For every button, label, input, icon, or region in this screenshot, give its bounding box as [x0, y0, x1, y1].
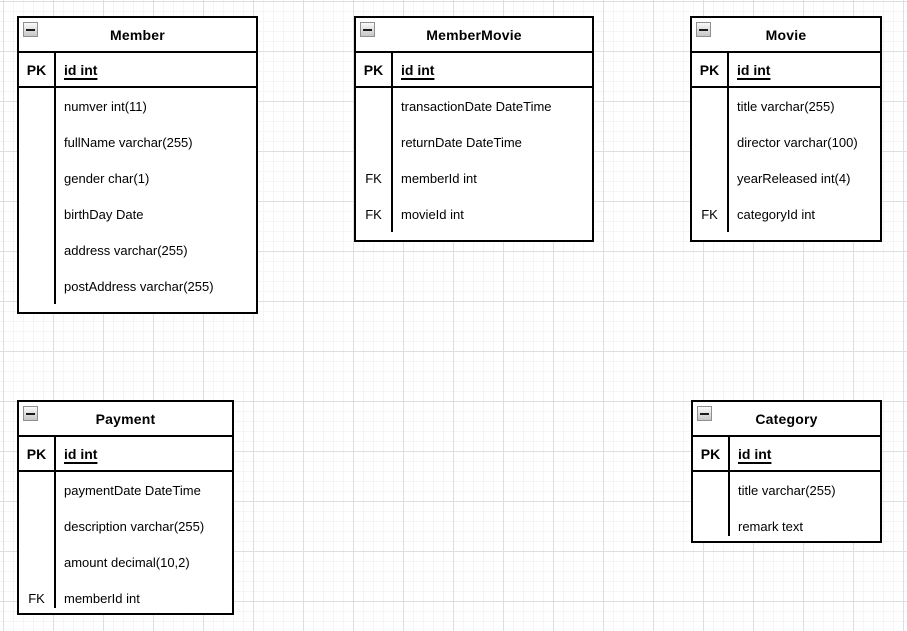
entity-table-movie[interactable]: Movie PK id int title varchar(255) direc…	[690, 16, 882, 242]
attribute-row[interactable]: remark text	[693, 508, 880, 544]
attribute-row[interactable]: paymentDate DateTime	[19, 472, 232, 508]
attribute-row[interactable]: FK memberId int	[19, 580, 232, 616]
table-header[interactable]: MemberMovie	[356, 18, 592, 53]
attribute-label: movieId int	[401, 206, 464, 222]
pk-field: id int	[737, 61, 771, 78]
attribute-row[interactable]: fullName varchar(255)	[19, 124, 256, 160]
pk-field: id int	[64, 61, 98, 78]
pk-field: id int	[64, 445, 98, 462]
pk-badge: PK	[363, 61, 384, 78]
entity-table-member[interactable]: Member PK id int numver int(11) fullName…	[17, 16, 258, 314]
minus-glyph	[363, 28, 372, 31]
collapse-icon[interactable]	[360, 22, 375, 37]
attribute-label: director varchar(100)	[737, 134, 858, 150]
table-title: Member	[110, 26, 165, 43]
pk-badge: PK	[26, 445, 47, 462]
table-header[interactable]: Movie	[692, 18, 880, 53]
pk-field: id int	[738, 445, 772, 462]
primary-key-row[interactable]: PK id int	[692, 53, 880, 88]
primary-key-row[interactable]: PK id int	[693, 437, 880, 472]
key-badge: FK	[365, 170, 382, 186]
collapse-icon[interactable]	[697, 406, 712, 421]
attribute-label: fullName varchar(255)	[64, 134, 193, 150]
table-header[interactable]: Category	[693, 402, 880, 437]
table-title: Payment	[95, 410, 156, 427]
attribute-label: postAddress varchar(255)	[64, 278, 214, 294]
attribute-row[interactable]: numver int(11)	[19, 88, 256, 124]
attribute-label: title varchar(255)	[738, 482, 836, 498]
collapse-icon[interactable]	[696, 22, 711, 37]
collapse-icon[interactable]	[23, 406, 38, 421]
attribute-label: numver int(11)	[64, 98, 147, 114]
column-divider	[391, 53, 393, 232]
column-divider	[54, 437, 56, 608]
minus-glyph	[26, 412, 35, 415]
table-header[interactable]: Member	[19, 18, 256, 53]
pk-badge: PK	[699, 61, 720, 78]
attribute-row[interactable]: FK memberId int	[356, 160, 592, 196]
table-title: Movie	[765, 26, 807, 43]
attribute-label: birthDay Date	[64, 206, 144, 222]
column-divider	[727, 53, 729, 232]
primary-key-row[interactable]: PK id int	[19, 53, 256, 88]
collapse-icon[interactable]	[23, 22, 38, 37]
minus-glyph	[700, 412, 709, 415]
attribute-row[interactable]: FK movieId int	[356, 196, 592, 232]
entity-table-category[interactable]: Category PK id int title varchar(255) re…	[691, 400, 882, 543]
attribute-label: remark text	[738, 518, 804, 534]
attribute-label: amount decimal(10,2)	[64, 554, 190, 570]
attribute-label: memberId int	[401, 170, 477, 186]
primary-key-row[interactable]: PK id int	[356, 53, 592, 88]
attribute-row[interactable]: director varchar(100)	[692, 124, 880, 160]
key-badge: FK	[701, 206, 718, 222]
attribute-label: paymentDate DateTime	[64, 482, 201, 498]
table-title: Category	[755, 410, 818, 427]
attribute-row[interactable]: amount decimal(10,2)	[19, 544, 232, 580]
attribute-row[interactable]: postAddress varchar(255)	[19, 268, 256, 304]
column-divider	[54, 53, 56, 304]
attribute-label: description varchar(255)	[64, 518, 205, 534]
attribute-row[interactable]: transactionDate DateTime	[356, 88, 592, 124]
entity-table-payment[interactable]: Payment PK id int paymentDate DateTime d…	[17, 400, 234, 615]
key-badge: FK	[365, 206, 382, 222]
attribute-label: memberId int	[64, 590, 140, 606]
table-header[interactable]: Payment	[19, 402, 232, 437]
primary-key-row[interactable]: PK id int	[19, 437, 232, 472]
pk-badge: PK	[26, 61, 47, 78]
minus-glyph	[699, 28, 708, 31]
attribute-row[interactable]: birthDay Date	[19, 196, 256, 232]
minus-glyph	[26, 28, 35, 31]
attribute-row[interactable]: title varchar(255)	[693, 472, 880, 508]
attribute-label: address varchar(255)	[64, 242, 188, 258]
attribute-row[interactable]: FK categoryId int	[692, 196, 880, 232]
attribute-label: returnDate DateTime	[401, 134, 522, 150]
column-divider	[728, 437, 730, 536]
attribute-row[interactable]: description varchar(255)	[19, 508, 232, 544]
attribute-row[interactable]: title varchar(255)	[692, 88, 880, 124]
attribute-row[interactable]: yearReleased int(4)	[692, 160, 880, 196]
table-title: MemberMovie	[426, 26, 522, 43]
attribute-row[interactable]: address varchar(255)	[19, 232, 256, 268]
pk-field: id int	[401, 61, 435, 78]
key-badge: FK	[28, 590, 45, 606]
attribute-label: yearReleased int(4)	[737, 170, 851, 186]
pk-badge: PK	[700, 445, 721, 462]
entity-table-membermovie[interactable]: MemberMovie PK id int transactionDate Da…	[354, 16, 594, 242]
attribute-label: transactionDate DateTime	[401, 98, 552, 114]
attribute-label: categoryId int	[737, 206, 816, 222]
attribute-label: gender char(1)	[64, 170, 150, 186]
attribute-label: title varchar(255)	[737, 98, 835, 114]
attribute-row[interactable]: returnDate DateTime	[356, 124, 592, 160]
attribute-row[interactable]: gender char(1)	[19, 160, 256, 196]
